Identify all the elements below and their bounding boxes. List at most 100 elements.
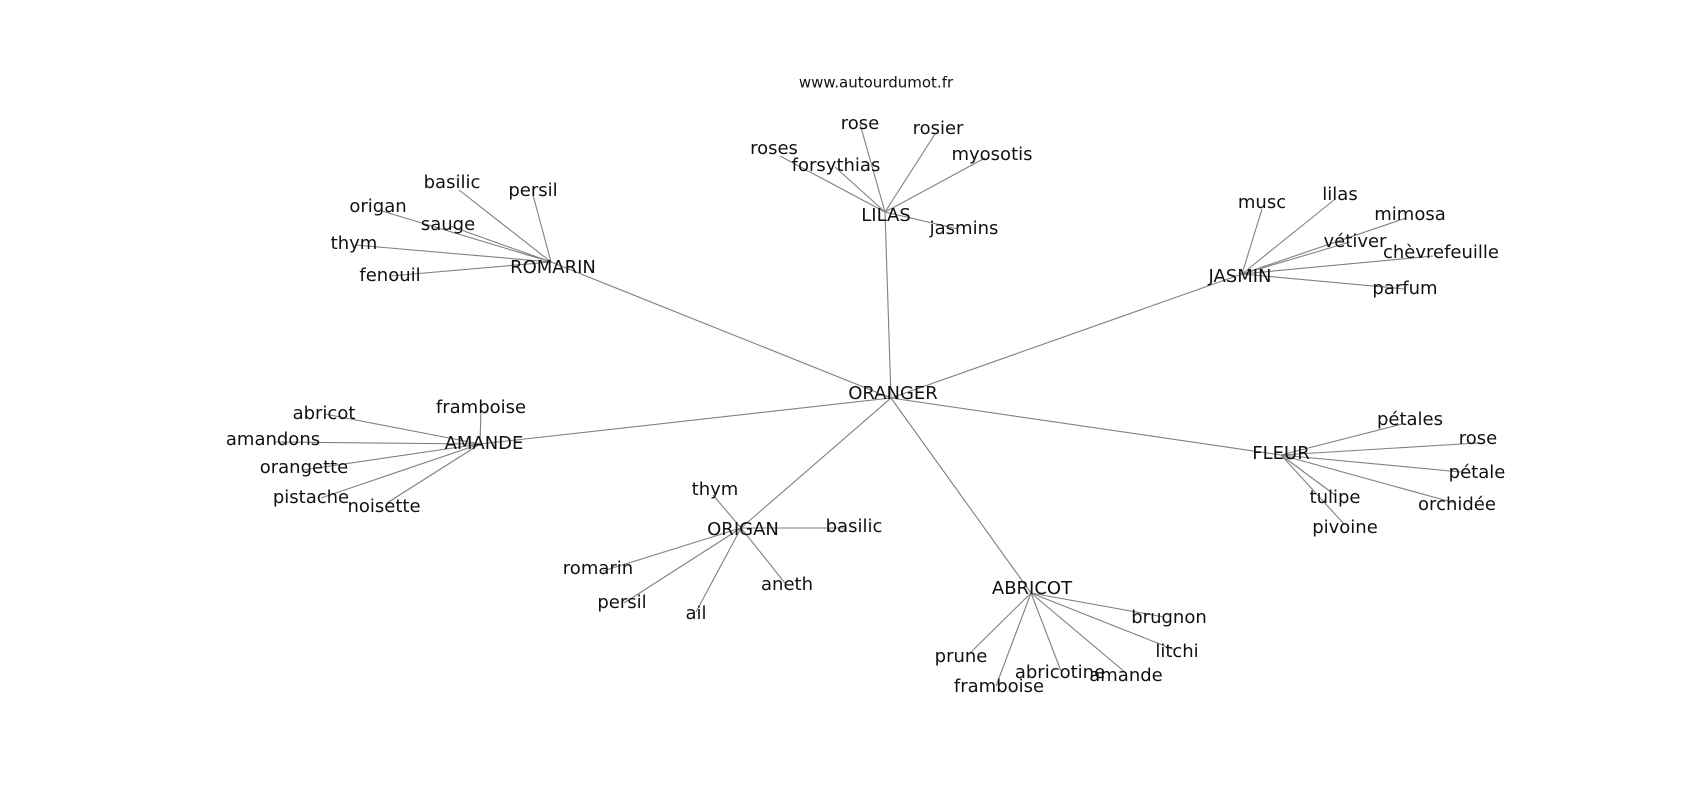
word-node: litchi: [1155, 641, 1198, 662]
edge-origan-word: [602, 527, 742, 572]
word-node: lilas: [1322, 184, 1357, 205]
word-node: brugnon: [1131, 607, 1207, 628]
word-node: persil: [597, 592, 646, 613]
edge-fleur-word: [1280, 454, 1472, 474]
edge-lilas-word: [884, 157, 986, 213]
edge-jasmin-word: [1241, 199, 1335, 275]
edge-abricot-word: [968, 592, 1032, 655]
edge-abricot-word: [1030, 592, 1165, 618]
edge-abricot-word: [1030, 592, 1176, 651]
edge-origan-word: [695, 527, 742, 613]
label-layer: www.autourdumot.fr rose rosier roses myosot…: [226, 74, 1505, 698]
edge-abricot-word: [1030, 592, 1127, 674]
word-node: romarin: [563, 558, 633, 579]
word-node: jasmins: [929, 218, 999, 239]
edge-amande-word: [273, 441, 481, 445]
edge-layer: [273, 123, 1479, 687]
word-node: prune: [935, 646, 988, 667]
edge-fleur-word: [1280, 442, 1479, 456]
site-url[interactable]: www.autourdumot.fr: [799, 74, 954, 92]
edge-jasmin-word: [1241, 255, 1434, 275]
word-node: chèvrefeuille: [1383, 242, 1499, 263]
hub-node-amande: AMANDE: [445, 433, 524, 454]
word-node: vétiver: [1324, 231, 1388, 252]
word-node: parfum: [1372, 278, 1437, 299]
edge-center-romarin: [550, 261, 892, 399]
edge-amande-word: [302, 443, 481, 471]
edge-lilas-word: [779, 155, 886, 213]
word-node: amande: [1089, 665, 1163, 686]
word-node: aneth: [761, 574, 813, 595]
word-node: rosier: [913, 118, 964, 139]
edge-romarin-word: [449, 225, 552, 263]
edge-abricot-word: [1030, 592, 1062, 672]
hub-node-fleur: FLEUR: [1252, 443, 1309, 464]
edge-romarin-word: [389, 261, 552, 277]
word-node: forsythias: [792, 155, 881, 176]
word-node: framboise: [954, 676, 1044, 697]
edge-fleur-word: [1280, 454, 1345, 525]
word-node: tulipe: [1310, 487, 1361, 508]
word-node: basilic: [826, 516, 883, 537]
edge-lilas-word: [859, 123, 886, 213]
edge-amande-word: [386, 443, 481, 504]
edge-jasmin-word: [1241, 241, 1351, 275]
edge-romarin-word: [458, 189, 552, 263]
word-node: orchidée: [1418, 494, 1496, 515]
edge-center-abricot: [890, 397, 1032, 594]
hub-node-abricot: ABRICOT: [992, 578, 1073, 599]
edge-center-fleur: [890, 397, 1282, 456]
hub-node-romarin: ROMARIN: [510, 257, 596, 278]
edge-fleur-word: [1280, 454, 1336, 496]
word-node: abricotine: [1015, 662, 1105, 683]
hub-node-lilas: LILAS: [861, 205, 911, 226]
word-node: ail: [685, 603, 706, 624]
edge-jasmin-word: [1241, 208, 1263, 275]
hub-node-jasmin: JASMIN: [1207, 266, 1271, 287]
edge-origan-word: [712, 494, 742, 529]
edge-jasmin-word: [1241, 273, 1406, 290]
word-node: abricot: [293, 403, 356, 424]
edge-amande-word: [324, 413, 481, 445]
word-node: thym: [692, 479, 739, 500]
edge-romarin-word: [381, 210, 552, 263]
word-node: thym: [331, 233, 378, 254]
word-node: amandons: [226, 429, 320, 450]
edge-center-amande: [479, 397, 892, 445]
edge-amande-word: [320, 443, 481, 499]
word-node: pétales: [1377, 409, 1443, 430]
word-node: rose: [1459, 428, 1497, 449]
edge-center-origan: [740, 397, 892, 529]
edge-center-jasmin: [890, 273, 1243, 399]
edge-abricot-word: [995, 592, 1032, 687]
edge-romarin-word: [532, 194, 552, 263]
word-node: basilic: [424, 172, 481, 193]
word-node: myosotis: [951, 144, 1032, 165]
word-node: rose: [841, 113, 879, 134]
edge-lilas-word: [884, 133, 936, 213]
word-node: roses: [750, 138, 798, 159]
word-node: persil: [508, 180, 557, 201]
edge-origan-word: [740, 527, 786, 584]
edge-jasmin-word: [1241, 217, 1407, 275]
word-node: mimosa: [1374, 204, 1446, 225]
edge-fleur-word: [1280, 423, 1403, 456]
word-node: pistache: [273, 487, 349, 508]
edge-fleur-word: [1280, 454, 1456, 504]
edge-origan-word: [623, 527, 742, 604]
word-node: orangette: [260, 457, 349, 478]
edge-amande-word: [479, 407, 482, 445]
edge-romarin-word: [354, 244, 552, 263]
edge-lilas-word: [884, 211, 959, 230]
word-node: musc: [1238, 192, 1286, 213]
hub-node-origan: ORIGAN: [707, 519, 779, 540]
word-node: fenouil: [359, 265, 420, 286]
word-node: pétale: [1449, 462, 1506, 483]
word-node: sauge: [421, 214, 475, 235]
word-node: noisette: [347, 496, 420, 517]
word-node: origan: [349, 196, 406, 217]
center-word: ORANGER: [848, 383, 938, 404]
edge-center-lilas: [884, 211, 892, 399]
